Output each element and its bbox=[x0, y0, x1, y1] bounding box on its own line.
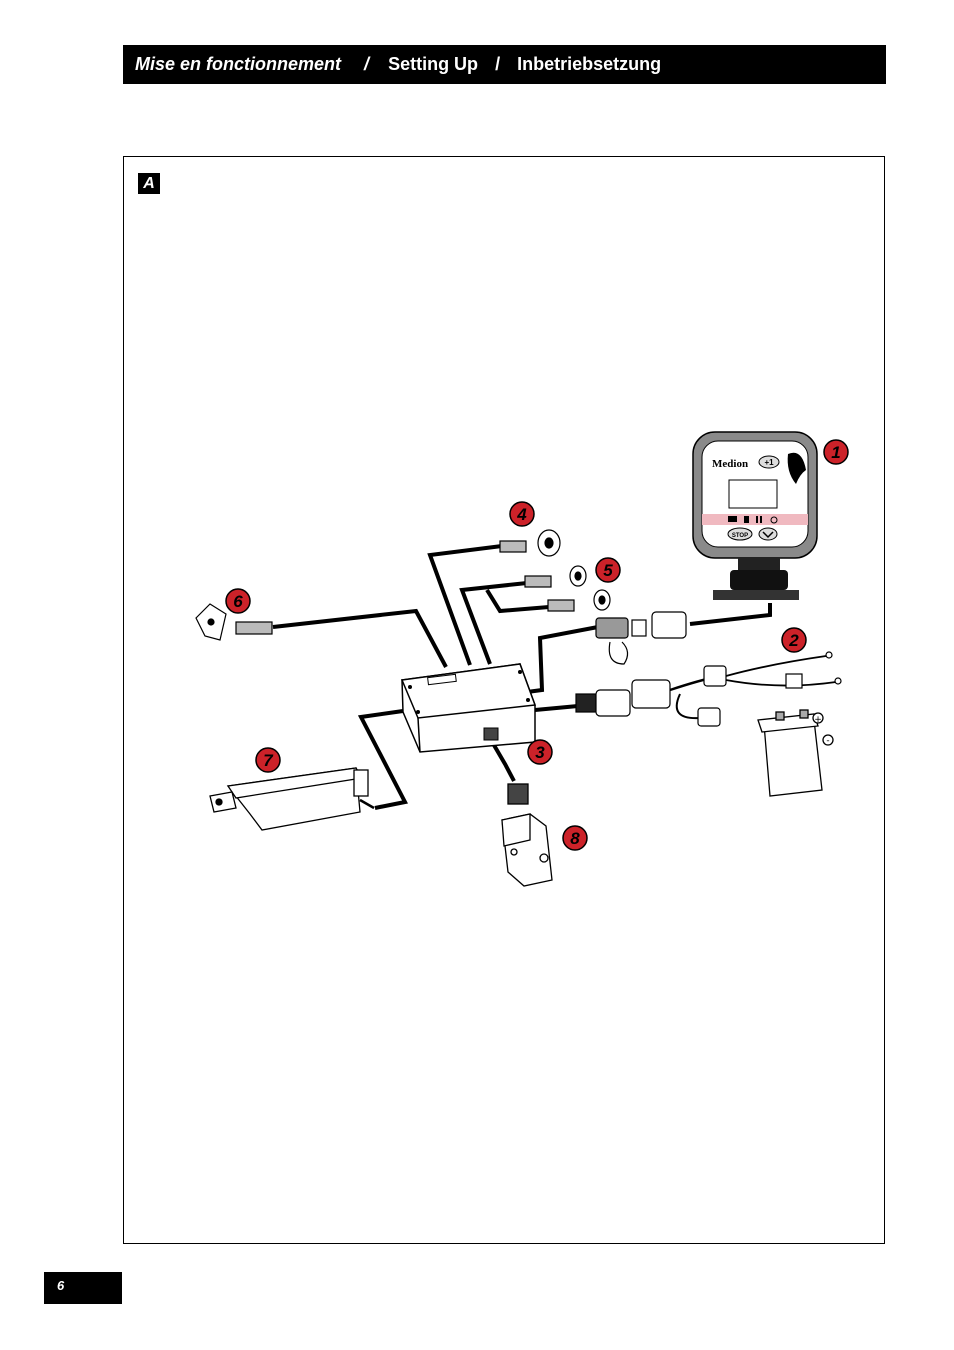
plus-one-label: +1 bbox=[764, 458, 774, 467]
cable-console bbox=[689, 603, 772, 626]
svg-text:6: 6 bbox=[233, 592, 243, 611]
battery-plus: + bbox=[814, 715, 822, 725]
callout-7: 7 bbox=[255, 747, 281, 773]
fuse-holder bbox=[703, 665, 727, 687]
valve-plug bbox=[507, 783, 529, 805]
sensors bbox=[195, 529, 611, 641]
console-unit: Medion +1 STOP bbox=[692, 431, 818, 600]
svg-text:1: 1 bbox=[831, 443, 840, 462]
cable-power bbox=[534, 704, 579, 712]
title-separator: / bbox=[495, 54, 501, 74]
stop-label: STOP bbox=[732, 533, 748, 539]
callout-4: 4 bbox=[509, 501, 535, 527]
cable-console-socket bbox=[526, 625, 599, 694]
stop-button bbox=[727, 527, 753, 541]
title-separator: / bbox=[364, 54, 370, 74]
cable-sensor-4 bbox=[427, 544, 503, 666]
console-display bbox=[728, 479, 778, 509]
cable-sensor-6 bbox=[272, 608, 448, 668]
title-french: Mise en fonctionnement bbox=[135, 54, 342, 74]
section-header-bar: Mise en fonctionnement / Setting Up / In… bbox=[123, 45, 886, 84]
battery-minus: - bbox=[826, 736, 829, 746]
svg-text:7: 7 bbox=[263, 751, 274, 770]
callout-6: 6 bbox=[225, 588, 251, 614]
section-header-title: Mise en fonctionnement / Setting Up / In… bbox=[135, 45, 661, 84]
sensor-5a bbox=[524, 565, 587, 588]
cable-valve bbox=[489, 738, 516, 782]
callout-badges: 1 2 3 4 5 6 7 8 bbox=[225, 439, 849, 851]
console-indicator-strip bbox=[702, 514, 808, 525]
figure-frame: A bbox=[123, 156, 885, 1244]
down-button bbox=[758, 527, 778, 541]
callout-2: 2 bbox=[781, 627, 807, 653]
control-box bbox=[400, 663, 537, 753]
callout-8: 8 bbox=[562, 825, 588, 851]
console-connector bbox=[595, 611, 687, 665]
svg-text:3: 3 bbox=[535, 743, 545, 762]
title-english: Setting Up bbox=[388, 54, 479, 74]
cable-sensor-5b bbox=[485, 588, 550, 614]
wiring-cables bbox=[272, 544, 772, 810]
console-brand: Medion bbox=[712, 458, 748, 470]
svg-text:2: 2 bbox=[788, 631, 799, 650]
electric-actuator bbox=[209, 767, 375, 831]
sensor-5b bbox=[547, 589, 611, 612]
callout-1: 1 bbox=[823, 439, 849, 465]
cable-actuator bbox=[357, 709, 408, 810]
console-logo-icon bbox=[787, 452, 806, 484]
console-indicator-icons bbox=[728, 516, 778, 524]
callout-3: 3 bbox=[527, 739, 553, 765]
figure-label: A bbox=[138, 173, 160, 194]
page-number: 6 bbox=[44, 1272, 122, 1304]
plus-one-button bbox=[758, 455, 780, 469]
solenoid-valve bbox=[501, 783, 553, 887]
battery bbox=[757, 709, 834, 797]
cable-sensor-5a bbox=[459, 581, 528, 665]
svg-text:8: 8 bbox=[570, 829, 580, 848]
sensor-6 bbox=[195, 603, 273, 641]
svg-text:4: 4 bbox=[516, 505, 527, 524]
svg-text:5: 5 bbox=[603, 561, 613, 580]
title-german: Inbetriebsetzung bbox=[517, 54, 662, 74]
sensor-4 bbox=[499, 529, 561, 557]
callout-5: 5 bbox=[595, 557, 621, 583]
power-connector bbox=[575, 651, 842, 727]
